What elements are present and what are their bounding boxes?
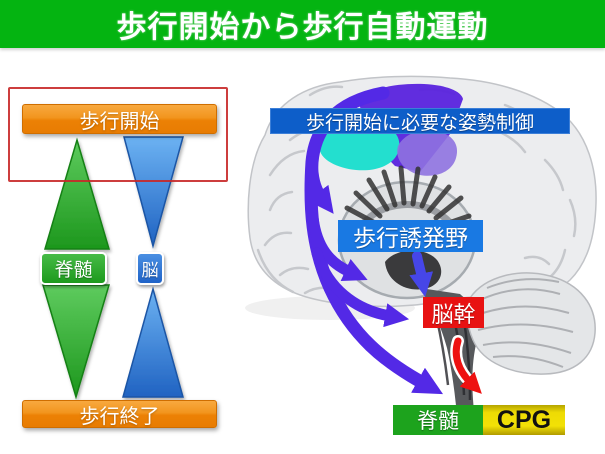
brainstem-to-spinal-arrow <box>452 337 482 394</box>
brain-activity-triangle-lower <box>122 286 184 398</box>
walk-start-box: 歩行開始 <box>22 104 217 134</box>
posture-branch-arrow <box>306 156 334 214</box>
locomotion-region-label: 歩行誘発野 <box>338 220 483 252</box>
brainstem-branch-arrow <box>311 247 410 328</box>
highlight-red-frame <box>8 87 228 182</box>
title-bar: 歩行開始から歩行自動運動 <box>0 0 605 48</box>
spinal-activity-triangle-lower <box>41 284 111 400</box>
brainstem-label: 脳幹 <box>423 297 484 328</box>
walk-end-box: 歩行終了 <box>22 400 217 428</box>
cerebellum-folia <box>476 278 574 368</box>
brain-activity-triangle-upper <box>123 136 184 249</box>
cerebellum <box>466 272 596 375</box>
spinal-activity-triangle-upper <box>43 137 111 250</box>
activity-triangles <box>41 136 184 400</box>
locomotion-to-brainstem-arrow <box>409 251 434 297</box>
page-title: 歩行開始から歩行自動運動 <box>116 11 489 44</box>
spinal-cord-label: 脊髄 <box>393 405 483 435</box>
cpg-label: CPG <box>483 405 565 435</box>
midbrain-branch-arrow <box>307 212 368 282</box>
brain-badge: 脳 <box>136 252 164 285</box>
posture-control-label: 歩行開始に必要な姿勢制御 <box>270 108 570 134</box>
premotor-region-violet <box>397 130 458 176</box>
spinal-cord-badge: 脊髄 <box>40 252 107 285</box>
